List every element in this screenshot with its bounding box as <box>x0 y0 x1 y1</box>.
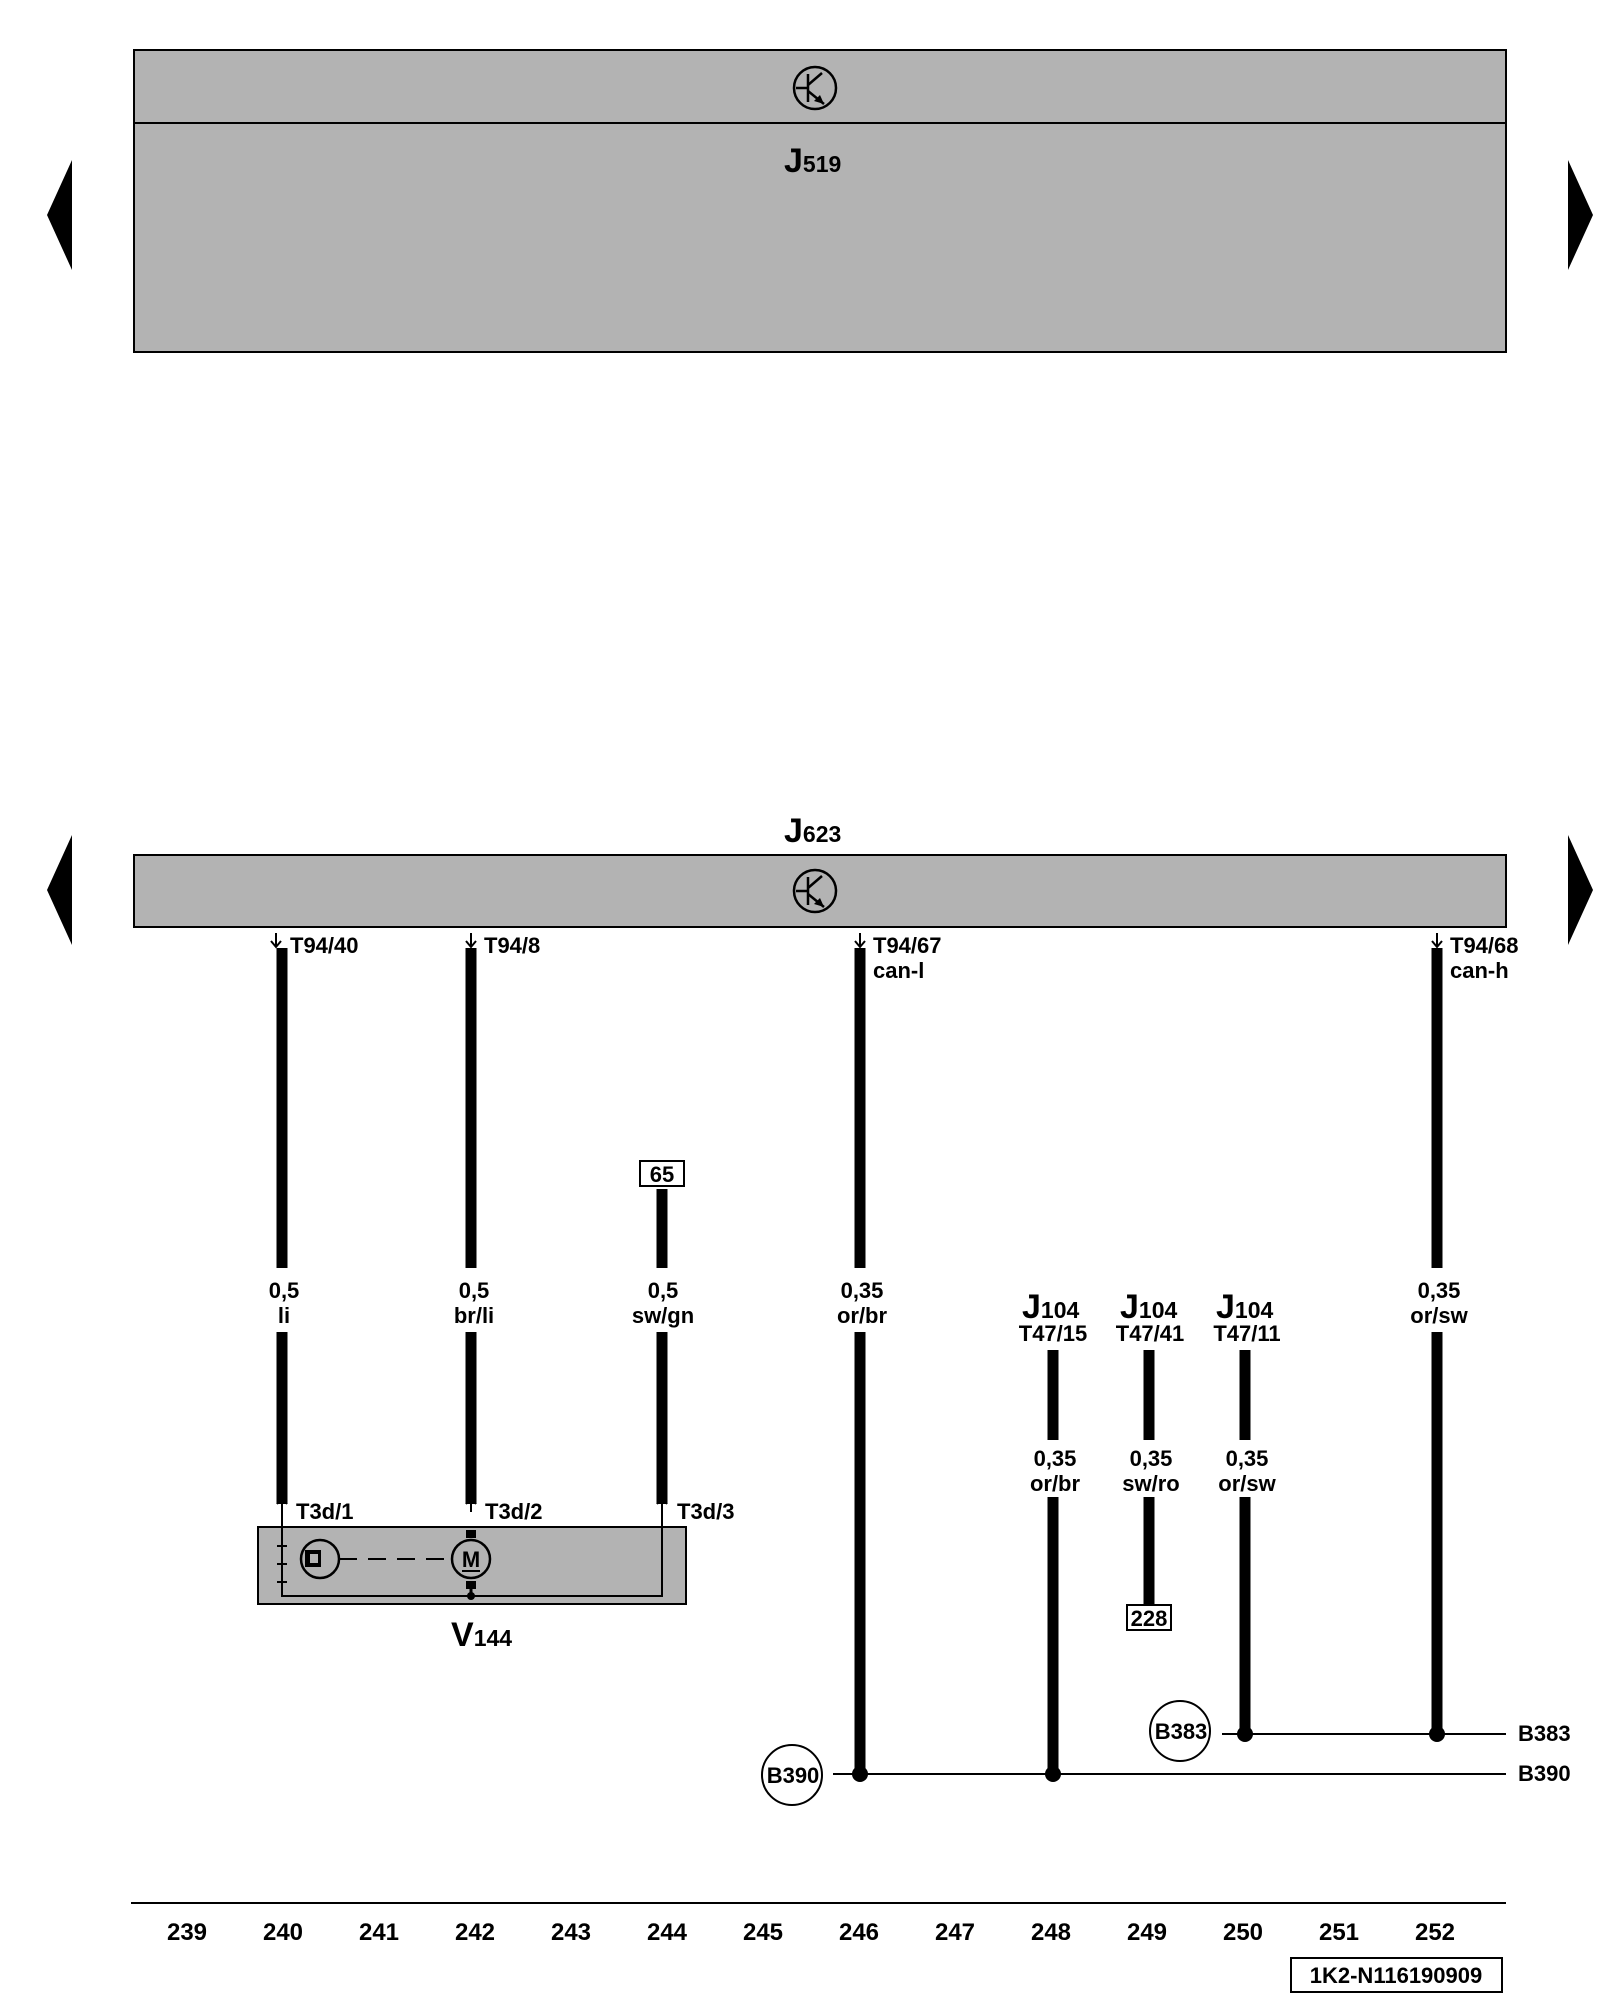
control-unit-j623: J623 <box>133 812 1507 928</box>
column-number: 249 <box>1127 1919 1167 1946</box>
wire-label-244: 0,5 sw/gn <box>632 1278 694 1328</box>
svg-text:0,35: 0,35 <box>841 1278 884 1303</box>
component-v144: M V144 <box>257 1512 687 1654</box>
svg-text:J104: J104 <box>1216 1288 1274 1326</box>
wire-label-250: 0,35 or/sw <box>1218 1446 1276 1496</box>
svg-text:sw/ro: sw/ro <box>1122 1471 1179 1496</box>
motor-icon: M <box>450 1538 492 1580</box>
column-number: 241 <box>359 1919 399 1946</box>
svg-text:T47/15: T47/15 <box>1019 1321 1088 1346</box>
svg-text:0,35: 0,35 <box>1226 1446 1269 1471</box>
svg-text:228: 228 <box>1131 1606 1168 1631</box>
pin-t3d-2: T3d/2 <box>485 1499 542 1524</box>
connection-b383-end-label: B383 <box>1518 1721 1571 1746</box>
svg-text:or/br: or/br <box>1030 1471 1081 1496</box>
connection-b383-circle[interactable]: B383 <box>1149 1700 1211 1762</box>
pin-t3d-1: T3d/1 <box>296 1499 353 1524</box>
svg-text:B383: B383 <box>1155 1719 1208 1744</box>
svg-text:T47/11: T47/11 <box>1213 1321 1280 1346</box>
v144-label: V144 <box>451 1616 512 1654</box>
control-unit-j519: J519 <box>133 49 1507 353</box>
column-number: 246 <box>839 1919 879 1946</box>
pin-t94-40: T94/40 <box>290 933 359 958</box>
j519-label: J519 <box>784 142 841 180</box>
svg-text:0,5: 0,5 <box>269 1278 300 1303</box>
prev-page-arrow-bottom[interactable] <box>47 835 72 945</box>
svg-text:B390: B390 <box>767 1763 820 1788</box>
ecu-transistor-icon <box>792 65 838 111</box>
column-number: 242 <box>455 1919 495 1946</box>
pin-t94-8: T94/8 <box>484 933 540 958</box>
svg-text:M: M <box>462 1547 480 1572</box>
component-j104-b: J104 T47/41 <box>1116 1288 1185 1346</box>
svg-text:sw/gn: sw/gn <box>632 1303 694 1328</box>
wire-label-252: 0,35 or/sw <box>1410 1278 1468 1328</box>
ref-box-228[interactable]: 228 <box>1126 1604 1172 1631</box>
column-number: 239 <box>167 1919 207 1946</box>
bus-line-b383: B383 B383 <box>1149 1700 1571 1762</box>
component-j104-c: J104 T47/11 <box>1213 1288 1280 1346</box>
wire-label-249: 0,35 sw/ro <box>1122 1446 1179 1496</box>
column-number: 247 <box>935 1919 975 1946</box>
document-id-box: 1K2-N116190909 <box>1290 1957 1503 1993</box>
wire-label-240: 0,5 li <box>269 1278 300 1328</box>
component-j104-a: J104 T47/15 <box>1019 1288 1088 1346</box>
svg-text:J104: J104 <box>1022 1288 1080 1326</box>
next-page-arrow-top[interactable] <box>1568 160 1593 270</box>
svg-text:1K2-N116190909: 1K2-N116190909 <box>1310 1963 1482 1988</box>
pin-arrow-icon <box>270 933 1443 949</box>
pin-t94-68: T94/68 <box>1450 933 1519 958</box>
column-numbers: 239 240 241 242 243 244 245 246 247 248 … <box>167 1919 1455 1946</box>
svg-text:0,35: 0,35 <box>1034 1446 1077 1471</box>
pin-arrow-icon <box>276 1496 668 1512</box>
next-page-arrow-bottom[interactable] <box>1568 835 1593 945</box>
column-number: 244 <box>647 1919 688 1946</box>
svg-text:0,35: 0,35 <box>1130 1446 1173 1471</box>
j623-label: J623 <box>784 812 841 850</box>
svg-text:T47/41: T47/41 <box>1116 1321 1185 1346</box>
svg-text:li: li <box>278 1303 290 1328</box>
svg-text:or/br: or/br <box>837 1303 888 1328</box>
prev-page-arrow-top[interactable] <box>47 160 72 270</box>
ref-box-65[interactable]: 65 <box>639 1160 685 1187</box>
wire-label-242: 0,5 br/li <box>454 1278 494 1328</box>
pin-t94-68-signal: can-h <box>1450 958 1509 983</box>
connection-b390-circle[interactable]: B390 <box>761 1744 823 1806</box>
svg-text:br/li: br/li <box>454 1303 494 1328</box>
column-number: 252 <box>1415 1919 1455 1946</box>
svg-text:or/sw: or/sw <box>1218 1471 1276 1496</box>
pin-t94-67: T94/67 <box>873 933 942 958</box>
svg-text:J104: J104 <box>1120 1288 1178 1326</box>
column-number: 248 <box>1031 1919 1071 1946</box>
svg-text:0,5: 0,5 <box>648 1278 679 1303</box>
wire-label-248: 0,35 or/br <box>1030 1446 1081 1496</box>
column-number: 240 <box>263 1919 303 1946</box>
svg-text:or/sw: or/sw <box>1410 1303 1468 1328</box>
bus-line-b390: B390 B390 <box>761 1744 1571 1806</box>
svg-text:0,5: 0,5 <box>459 1278 490 1303</box>
wire-label-246: 0,35 or/br <box>837 1278 888 1328</box>
ecu-transistor-icon <box>792 868 838 914</box>
connection-b390-end-label: B390 <box>1518 1761 1571 1786</box>
column-number: 251 <box>1319 1919 1359 1946</box>
pin-t94-67-signal: can-l <box>873 958 924 983</box>
wire-segments <box>276 948 1443 1774</box>
column-number: 243 <box>551 1919 591 1946</box>
column-number: 245 <box>743 1919 783 1946</box>
pin-t3d-3: T3d/3 <box>677 1499 734 1524</box>
svg-text:65: 65 <box>650 1162 674 1187</box>
column-number: 250 <box>1223 1919 1263 1946</box>
svg-text:0,35: 0,35 <box>1418 1278 1461 1303</box>
